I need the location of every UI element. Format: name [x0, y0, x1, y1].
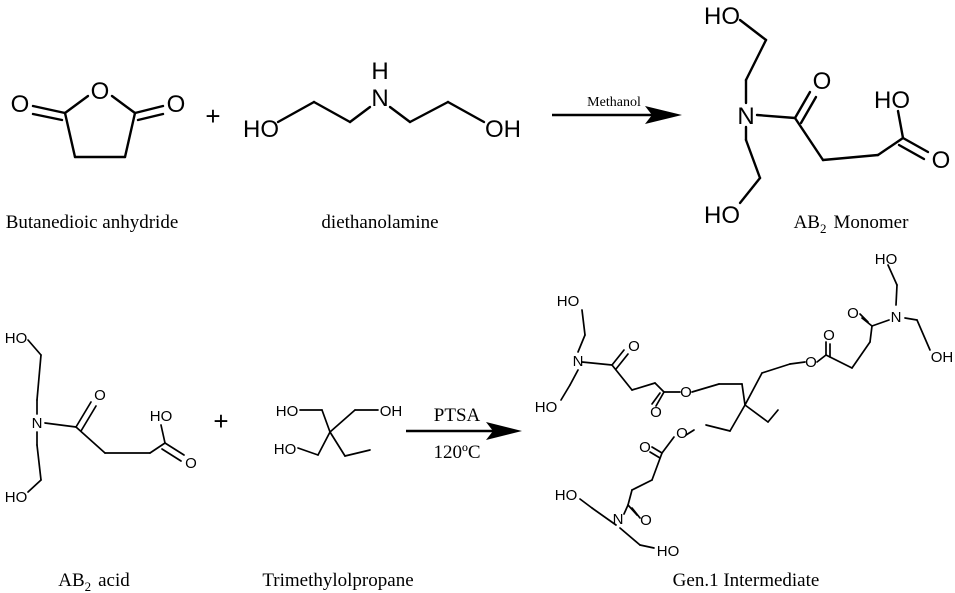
hydroxyl-label: HO: [5, 489, 28, 506]
ab2-monomer-structure: HO N O HO O HO: [704, 3, 950, 229]
carbonyl-oxygen-label: O: [11, 91, 30, 118]
acid-hydroxyl-label: HO: [874, 87, 910, 114]
nitrogen-label: N: [371, 85, 388, 112]
nitrogen-label: N: [891, 309, 902, 326]
hydroxyl-label: OH: [485, 116, 521, 143]
carbonyl-oxygen-label: O: [847, 305, 859, 322]
hydroxyl-label: HO: [555, 487, 578, 504]
reaction-arrow: [406, 422, 522, 440]
carbonyl-oxygen-label: O: [167, 91, 186, 118]
ab2-acid-structure: HO N O HO O HO: [5, 330, 197, 506]
hydroxyl-label: OH: [380, 403, 403, 420]
amide-oxygen-label: O: [94, 387, 106, 404]
catalyst-label: PTSA: [434, 405, 481, 426]
amide-oxygen-label: O: [813, 68, 832, 95]
hydroxyl-label: HO: [535, 399, 558, 416]
diethanolamine-structure: H N HO OH: [243, 58, 521, 143]
gen1-intermediate-caption: Gen.1 Intermediate: [673, 570, 820, 591]
reaction-condition-label: Methanol: [587, 95, 641, 110]
butanedioic-anhydride-structure: O O O: [11, 78, 186, 159]
hydrogen-label: H: [371, 58, 388, 85]
hydroxyl-label: HO: [274, 441, 297, 458]
plus-sign: +: [213, 406, 228, 436]
reaction-arrow: [552, 106, 682, 124]
acid-oxygen-label: O: [185, 455, 197, 472]
plus-sign: +: [205, 101, 220, 131]
butanedioic-anhydride-caption: Butanedioic anhydride: [6, 212, 179, 233]
hydroxyl-label: HO: [5, 330, 28, 347]
hydroxyl-label: HO: [243, 116, 279, 143]
hydroxyl-label: HO: [276, 403, 299, 420]
carbonyl-oxygen-label: O: [639, 439, 651, 456]
nitrogen-label: N: [32, 415, 43, 432]
hydroxyl-label: HO: [557, 293, 580, 310]
ester-oxygen-label: O: [676, 425, 688, 442]
trimethylolpropane-caption: Trimethylolpropane: [262, 570, 413, 591]
diethanolamine-caption: diethanolamine: [321, 212, 438, 233]
acid-oxygen-label: O: [932, 147, 951, 174]
nitrogen-label: N: [613, 511, 624, 528]
carbonyl-oxygen-label: O: [823, 327, 835, 344]
acid-hydroxyl-label: HO: [150, 408, 173, 425]
carbonyl-oxygen-label: O: [650, 404, 662, 421]
ester-oxygen-label: O: [805, 354, 817, 371]
trimethylolpropane-structure: HO OH HO: [274, 403, 403, 458]
hydroxyl-label: OH: [931, 349, 954, 366]
carbonyl-oxygen-label: O: [628, 338, 640, 355]
hydroxyl-label: HO: [704, 3, 740, 30]
ring-oxygen-label: O: [91, 78, 110, 105]
nitrogen-label: N: [737, 103, 754, 130]
carbonyl-oxygen-label: O: [640, 512, 652, 529]
hydroxyl-label: HO: [704, 202, 740, 229]
temperature-label: 120ºC: [433, 442, 480, 463]
ester-oxygen-label: O: [680, 384, 692, 401]
gen1-intermediate-structure: HO N HO O O O HO N OH O O O: [535, 251, 954, 560]
nitrogen-label: N: [573, 353, 584, 370]
hydroxyl-label: HO: [875, 251, 898, 268]
hydroxyl-label: HO: [657, 543, 680, 560]
